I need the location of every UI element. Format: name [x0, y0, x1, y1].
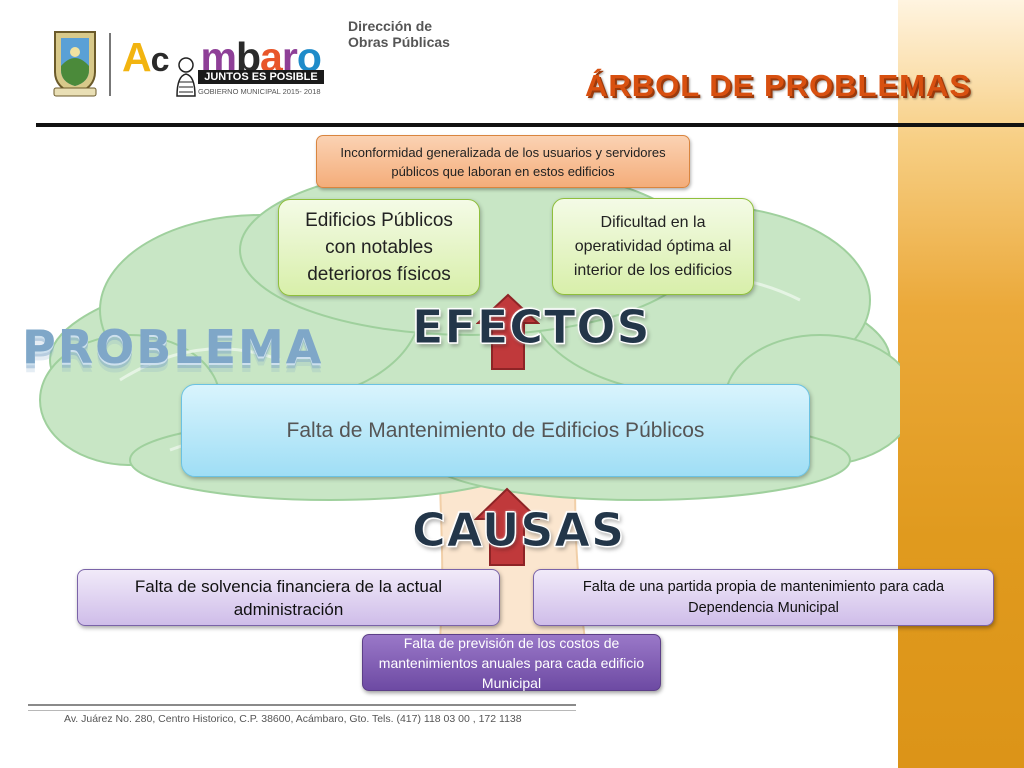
problema-side-label: PROBLEMA [22, 320, 324, 374]
core-problem-text: Falta de Mantenimiento de Edificios Públ… [286, 418, 705, 442]
brand-letter: c [150, 41, 170, 79]
brand-slogan: JUNTOS ES POSIBLE [198, 70, 324, 84]
brand-letter: r [281, 34, 298, 80]
department-name: Dirección de Obras Públicas [348, 18, 450, 50]
footer-divider [28, 704, 576, 706]
department-line1: Dirección de [348, 18, 433, 34]
government-period: GOBIERNO MUNICIPAL 2015- 2018 [198, 87, 321, 96]
up-arrow-effects-icon [476, 293, 540, 370]
mascot-figure-icon [176, 57, 196, 97]
top-effect-text: Inconformidad generalizada de los usuari… [340, 144, 666, 179]
side-decorative-band [898, 0, 1024, 768]
slide-title: ÁRBOL DE PROBLEMAS [585, 68, 972, 103]
brand-letter: a [260, 34, 283, 80]
cause-box-1: Falta de solvencia financiera de la actu… [77, 569, 500, 626]
logo-divider [109, 33, 111, 96]
cause-text-1: Falta de solvencia financiera de la actu… [134, 576, 443, 619]
header-divider [36, 123, 1024, 127]
effect-text-2: Dificultad en la operatividad óptima al … [573, 213, 733, 279]
effects-label: EFECTOS [412, 300, 651, 355]
cause-text-3: Falta de previsión de los costos de mant… [378, 634, 645, 691]
cause-box-3: Falta de previsión de los costos de mant… [362, 634, 661, 691]
causes-label: CAUSAS [411, 503, 626, 558]
footer-divider-thin [28, 710, 576, 711]
cause-text-2: Falta de una partida propia de mantenimi… [582, 578, 945, 616]
footer-address: Av. Juárez No. 280, Centro Historico, C.… [64, 713, 522, 725]
effect-box-1: Edificios Públicos con notables deterior… [278, 199, 480, 296]
core-problem-box: Falta de Mantenimiento de Edificios Públ… [181, 384, 810, 477]
department-line2: Obras Públicas [348, 34, 450, 50]
brand-letter: A [122, 34, 152, 80]
effect-text-1: Edificios Públicos con notables deterior… [305, 210, 453, 285]
effect-box-2: Dificultad en la operatividad óptima al … [552, 198, 754, 295]
municipal-shield-logo [53, 31, 97, 97]
cause-box-2: Falta de una partida propia de mantenimi… [533, 569, 994, 626]
top-effect-box: Inconformidad generalizada de los usuari… [316, 135, 690, 188]
up-arrow-causes-icon [474, 487, 540, 566]
